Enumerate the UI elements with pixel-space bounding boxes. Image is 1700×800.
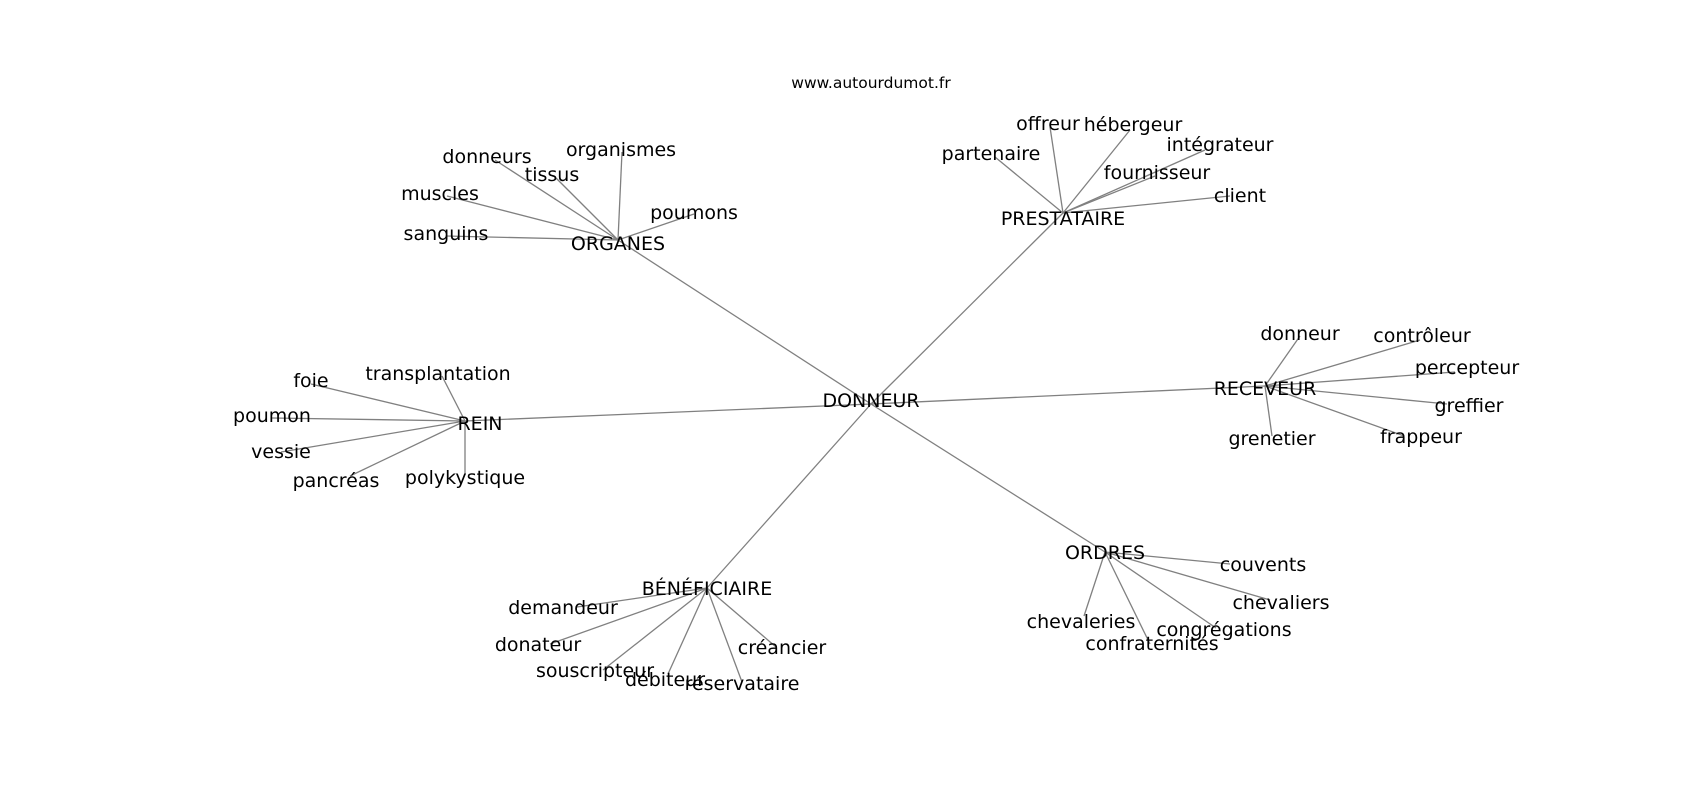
edge-beneficiaire-souscripteur	[602, 587, 708, 671]
edge-receveur-percepteur	[1264, 371, 1456, 387]
leaf-node-debiteur: débiteur	[625, 669, 705, 691]
edge-root-prestataire	[870, 212, 1064, 405]
edge-rein-vessie	[280, 420, 466, 453]
edge-ordres-congregations	[1104, 551, 1217, 629]
edge-receveur-donneur	[1264, 335, 1301, 387]
edge-prestataire-partenaire	[994, 156, 1064, 214]
edge-rein-pancreas	[349, 420, 466, 477]
edge-organes-sanguins	[445, 235, 619, 241]
hub-node-rein: REIN	[457, 413, 502, 435]
edge-organes-muscles	[446, 195, 619, 241]
leaf-node-poumons: poumons	[650, 202, 738, 224]
hub-node-organes: ORGANES	[571, 233, 665, 255]
edge-rein-poumon	[271, 417, 466, 422]
edge-ordres-confraternites	[1104, 551, 1151, 645]
leaf-node-muscles: muscles	[401, 183, 479, 205]
edge-prestataire-hebergeur	[1062, 129, 1131, 214]
edge-root-ordres	[870, 403, 1106, 553]
edge-prestataire-fournisseur	[1062, 175, 1156, 214]
edge-rein-foie	[310, 383, 466, 422]
leaf-node-chevaleries: chevaleries	[1027, 611, 1136, 633]
leaf-node-integrateur: intégrateur	[1167, 134, 1274, 156]
edge-beneficiaire-creancier	[706, 587, 777, 648]
hub-node-beneficiaire: BÉNÉFICIAIRE	[642, 577, 772, 600]
leaf-node-couvents: couvents	[1220, 554, 1306, 576]
edge-organes-organismes	[617, 151, 623, 241]
edge-root-rein	[464, 403, 872, 422]
edge-beneficiaire-demandeur	[576, 587, 708, 608]
edge-prestataire-integrateur	[1062, 149, 1206, 214]
edge-beneficiaire-debiteur	[667, 587, 708, 675]
edge-ordres-chevaleries	[1083, 551, 1106, 617]
leaf-node-offreur: offreur	[1016, 113, 1080, 135]
leaf-node-souscripteur: souscripteur	[536, 660, 654, 682]
leaf-node-fournisseur: fournisseur	[1104, 162, 1211, 184]
edge-rein-transplantation	[441, 375, 466, 422]
hub-node-ordres: ORDRES	[1065, 542, 1145, 564]
edge-organes-tissus	[555, 177, 619, 241]
edge-organes-donneurs	[494, 159, 619, 241]
leaf-node-transplantation: transplantation	[365, 363, 510, 385]
leaf-node-tissus: tissus	[525, 164, 579, 186]
edge-receveur-grenetier	[1264, 385, 1273, 437]
leaf-node-vessie: vessie	[251, 441, 311, 463]
source-label: www.autourdumot.fr	[791, 74, 951, 92]
edge-ordres-chevaliers	[1104, 551, 1271, 601]
edge-organes-poumons	[617, 213, 695, 241]
node-labels: DONNEUR ORGANES donneurs organismes tissus mu…	[233, 113, 1519, 695]
leaf-node-partenaire: partenaire	[942, 143, 1041, 165]
edge-receveur-frappeur	[1264, 385, 1405, 437]
edges	[271, 126, 1456, 683]
leaf-node-grenetier: grenetier	[1228, 428, 1315, 450]
leaf-node-frappeur: frappeur	[1380, 426, 1462, 448]
edge-ordres-couvents	[1104, 551, 1231, 565]
leaf-node-chevaliers: chevaliers	[1232, 592, 1329, 614]
root-node-label: DONNEUR	[822, 390, 919, 412]
leaf-node-foie: foie	[293, 370, 328, 392]
leaf-node-sanguins: sanguins	[404, 223, 489, 245]
leaf-node-reservataire: réservataire	[685, 673, 800, 695]
edge-beneficiaire-donateur	[549, 587, 708, 645]
edge-prestataire-client	[1062, 195, 1231, 214]
hub-node-receveur: RECEVEUR	[1214, 378, 1317, 400]
leaf-node-donateur: donateur	[495, 634, 582, 656]
edge-root-receveur	[870, 385, 1266, 405]
leaf-node-client: client	[1214, 185, 1266, 207]
edge-root-beneficiaire	[706, 403, 872, 589]
leaf-node-hebergeur: hébergeur	[1084, 114, 1183, 136]
leaf-node-organismes: organismes	[566, 139, 676, 161]
edge-root-organes	[617, 239, 872, 405]
hub-node-prestataire: PRESTATAIRE	[1001, 208, 1125, 230]
leaf-node-creancier: créancier	[738, 637, 827, 659]
edge-prestataire-offreur	[1049, 126, 1064, 214]
leaf-node-polykystique: polykystique	[405, 467, 525, 489]
leaf-node-donneur: donneur	[1260, 323, 1340, 345]
edge-beneficiaire-reservataire	[706, 587, 743, 683]
leaf-node-percepteur: percepteur	[1415, 357, 1520, 379]
leaf-node-pancreas: pancréas	[293, 470, 380, 492]
edge-receveur-greffier	[1264, 385, 1448, 405]
leaf-node-controleur: contrôleur	[1373, 325, 1471, 347]
leaf-node-congregations: congrégations	[1156, 619, 1291, 641]
leaf-node-poumon: poumon	[233, 405, 311, 427]
leaf-node-demandeur: demandeur	[508, 597, 618, 619]
leaf-node-confraternites: confraternités	[1085, 633, 1218, 655]
leaf-node-donneurs: donneurs	[442, 146, 531, 168]
leaf-node-greffier: greffier	[1434, 395, 1503, 417]
edge-receveur-controleur	[1264, 339, 1421, 387]
